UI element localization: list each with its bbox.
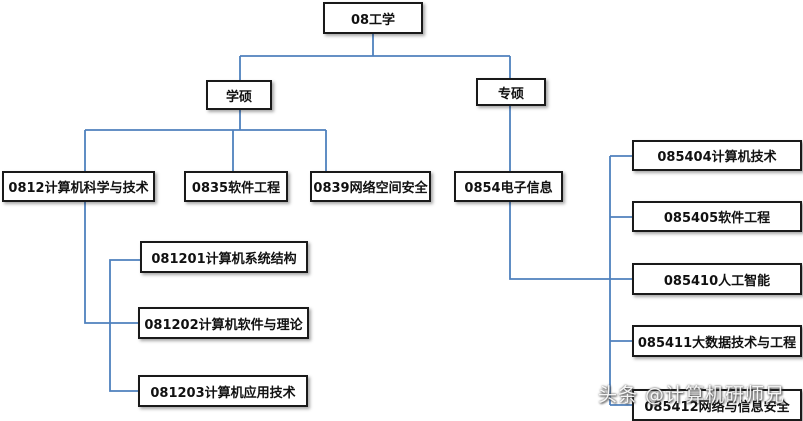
link-0854-trunk — [509, 201, 632, 280]
link-to-081203 — [109, 323, 138, 392]
node-0812-computer-science: 0812计算机科学与技术 — [2, 171, 155, 202]
link-0812-trunk — [84, 201, 138, 324]
node-root-engineering: 08工学 — [323, 2, 423, 34]
link-to-081201 — [109, 259, 140, 323]
node-085410-artificial-intelligence: 085410人工智能 — [632, 263, 802, 295]
watermark-text: 头条 @计算机研师兄 — [598, 384, 786, 406]
node-0854-electronic-information: 0854电子信息 — [454, 171, 563, 202]
node-academic-master: 学硕 — [206, 80, 272, 110]
node-081201-computer-architecture: 081201计算机系统结构 — [140, 241, 308, 273]
node-085411-big-data: 085411大数据技术与工程 — [632, 325, 802, 357]
node-0839-cyberspace-security: 0839网络空间安全 — [310, 171, 431, 202]
node-081202-software-theory: 081202计算机软件与理论 — [138, 307, 309, 339]
node-0835-software-engineering: 0835软件工程 — [184, 171, 288, 202]
node-081203-computer-application: 081203计算机应用技术 — [138, 375, 308, 407]
node-085404-computer-technology: 085404计算机技术 — [632, 140, 802, 171]
node-professional-master: 专硕 — [476, 78, 546, 106]
node-085405-software-engineering: 085405软件工程 — [632, 201, 802, 232]
